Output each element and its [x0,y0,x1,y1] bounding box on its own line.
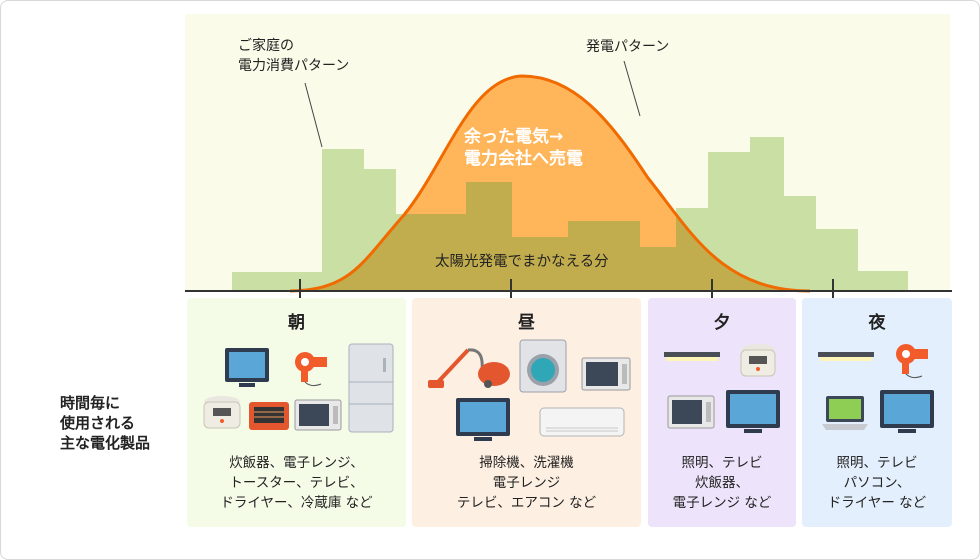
generation-pattern-label: 発電パターン [586,39,670,55]
period-description: 照明、テレビ 炊飯器、 電子レンジ など [672,455,772,511]
generation-curve [289,74,811,293]
ceiling-light-icon [818,352,874,361]
microwave-icon [294,399,342,431]
tv-icon [225,348,269,387]
period-panel-evening: 夕 照明、テレビ 炊飯器、 電子レンジ など [648,298,796,527]
laptop-icon [822,396,868,430]
tv-icon [726,390,780,433]
period-title: 朝 [288,313,305,333]
hair-dryer-icon [295,352,327,387]
hair-dryer-icon [896,344,928,379]
microwave-icon [581,357,631,391]
consumption-pattern-label: ご家庭の 電力消費パターン [238,38,350,74]
vacuum-cleaner-icon [428,348,510,388]
rice-cooker-icon [203,396,241,429]
generation-leader-line [623,60,641,117]
period-title: 昼 [518,313,535,333]
period-panel-noon: 昼 掃除機、洗濯機 電子レンジ テレビ、エアコン など [412,298,641,527]
surplus-label: 余った電気→ 電力会社へ売電 [464,127,583,169]
period-panel-morning: 朝 炊飯器、電子レンジ、 トースター、テレビ、 ドライヤー、冷蔵庫 など [187,298,406,527]
air-conditioner-icon [539,407,625,437]
rice-cooker-icon [740,344,776,377]
washing-machine-icon [519,339,567,393]
tv-icon [880,390,934,433]
ceiling-light-icon [664,352,720,361]
period-title: 夜 [868,313,886,333]
period-description: 掃除機、洗濯機 電子レンジ テレビ、エアコン など [456,455,597,511]
period-description: 炊飯器、電子レンジ、 トースター、テレビ、 ドライヤー、冷蔵庫 など [220,455,373,511]
period-description: 照明、テレビ パソコン、 ドライヤー など [827,455,927,511]
refrigerator-icon [348,343,394,433]
period-title: 夕 [713,313,731,333]
period-panel-night: 夜 照明、テレビ パソコン、 ドライヤー など [802,298,952,527]
covered-label: 太陽光発電でまかなえる分 [435,254,609,270]
consumption-leader-line [304,82,323,148]
sidebar-caption: 時間毎に 使用される 主な電化製品 [60,394,151,452]
toaster-icon [249,402,289,430]
microwave-icon [667,395,715,429]
tv-icon [456,398,510,441]
